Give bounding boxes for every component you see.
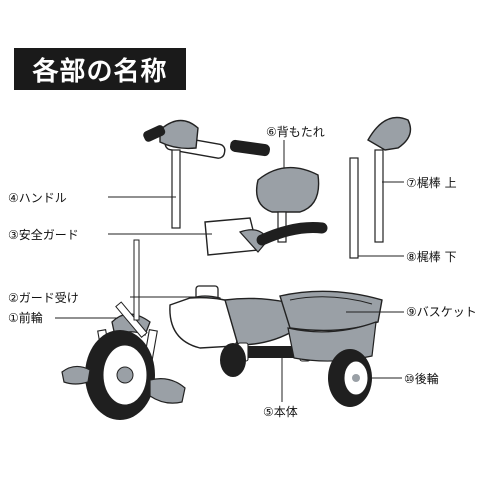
basket-part bbox=[279, 290, 383, 362]
rear-wheel-part bbox=[220, 343, 372, 407]
label-safety-guard: ③安全ガード bbox=[8, 227, 79, 242]
label-handle: ④ハンドル bbox=[8, 191, 67, 205]
label-push-bar-upper: ⑦梶棒 上 bbox=[406, 176, 457, 190]
front-wheel-part bbox=[61, 239, 186, 420]
label-body: ⑤本体 bbox=[263, 405, 298, 419]
label-guard-holder: ②ガード受け bbox=[8, 291, 79, 305]
label-backrest: ⑥背もたれ bbox=[266, 125, 325, 139]
push-bar-upper-part bbox=[367, 116, 412, 243]
label-push-bar-lower: ⑧梶棒 下 bbox=[406, 250, 457, 264]
handle-part bbox=[143, 119, 270, 229]
label-rear-wheel: ⑩後輪 bbox=[404, 371, 439, 386]
push-bar-lower-part bbox=[349, 157, 359, 259]
label-front-wheel: ①前輪 bbox=[8, 310, 43, 325]
page-title: 各部の名称 bbox=[14, 48, 186, 90]
label-basket: ⑨バスケット bbox=[406, 305, 477, 319]
safety-guard-part bbox=[204, 217, 328, 256]
leader-lines bbox=[55, 140, 404, 402]
